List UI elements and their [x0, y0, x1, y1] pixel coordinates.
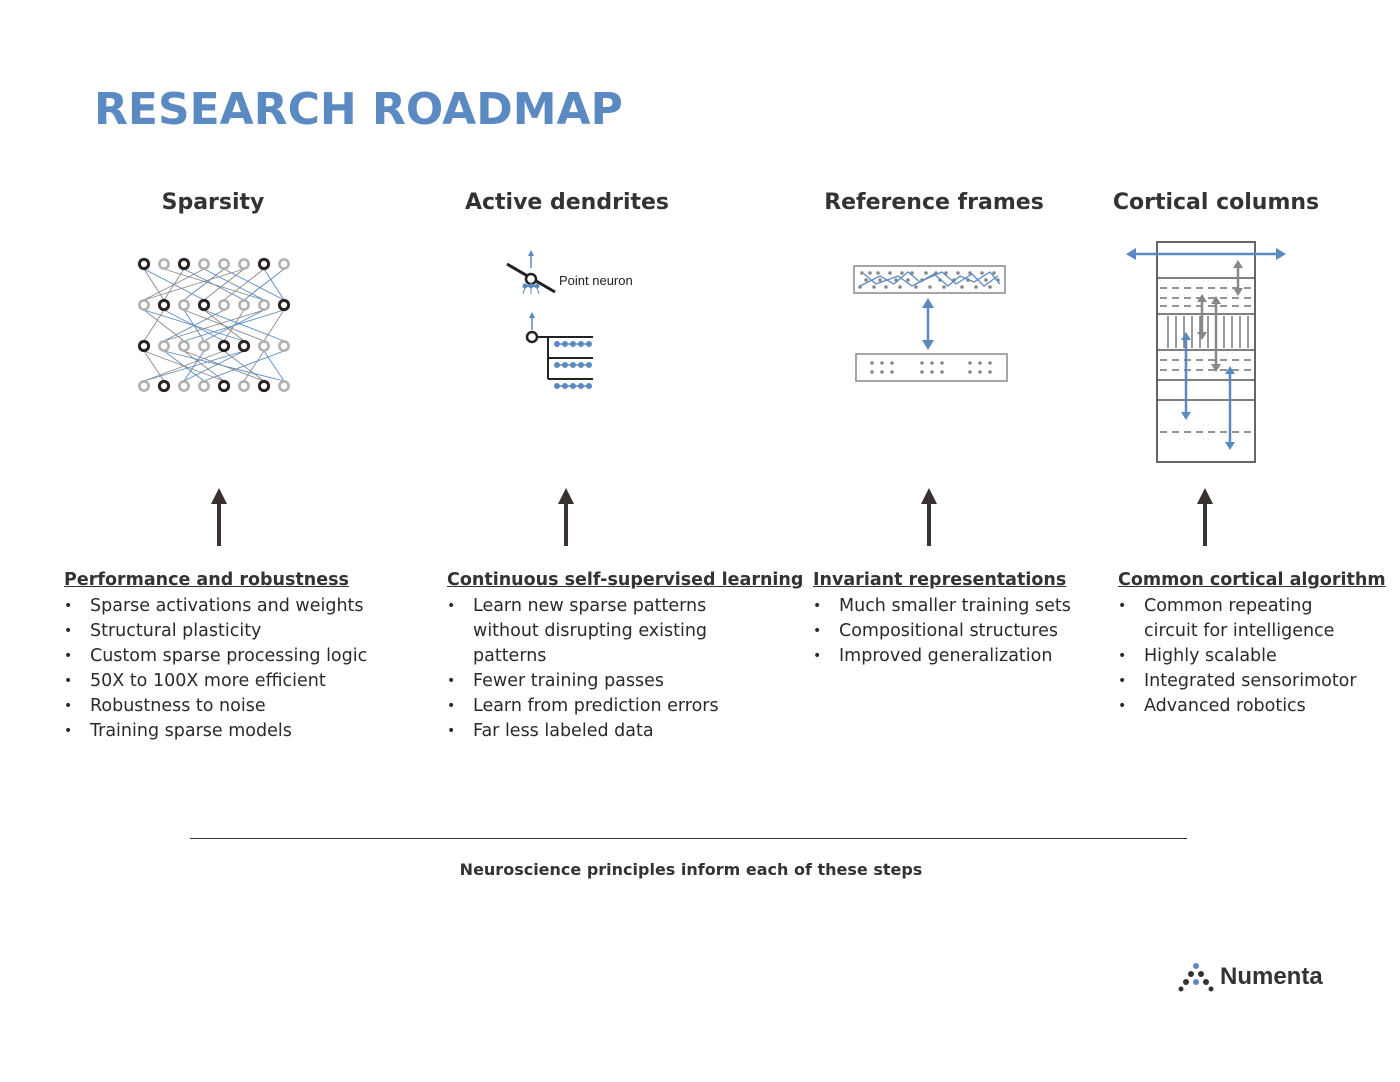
network-node — [278, 380, 290, 392]
list-item: Compositional structures — [813, 619, 1093, 644]
network-node — [277, 298, 291, 312]
network-node — [157, 298, 171, 312]
list-item: Far less labeled data — [447, 719, 747, 744]
network-node — [218, 258, 230, 270]
network-node — [257, 379, 271, 393]
dendritic-neuron-icon — [525, 312, 593, 389]
network-node — [137, 257, 151, 271]
list-item: Integrated sensorimotor — [1118, 669, 1388, 694]
network-node — [218, 299, 230, 311]
network-node — [258, 340, 270, 352]
list-item: Structural plasticity — [64, 619, 404, 644]
vertical-double-arrow-icon — [922, 298, 934, 350]
list-item: Highly scalable — [1118, 644, 1388, 669]
footer-caption: Neuroscience principles inform each of t… — [459, 860, 923, 879]
point-neuron-label: Point neuron — [559, 273, 633, 288]
network-node — [178, 380, 190, 392]
list-item: Training sparse models — [64, 719, 404, 744]
reference-frames-illustration — [853, 265, 1008, 382]
network-node — [138, 380, 150, 392]
sparsity-network-illustration — [137, 257, 291, 393]
up-arrow-icon — [211, 488, 227, 546]
list-item: Fewer training passes — [447, 669, 747, 694]
network-node — [137, 339, 151, 353]
network-node — [258, 299, 270, 311]
column-title-active-dendrites: Active dendrites — [464, 190, 670, 215]
point-neuron-icon — [506, 250, 556, 295]
network-node — [198, 380, 210, 392]
network-node — [178, 299, 190, 311]
network-node — [157, 379, 171, 393]
network-node — [197, 298, 211, 312]
list-heading: Common cortical algorithm — [1118, 570, 1386, 590]
network-node — [217, 379, 231, 393]
column-title-reference-frames: Reference frames — [824, 190, 1044, 215]
network-node — [198, 258, 210, 270]
list-item: Common repeating circuit for intelligenc… — [1118, 594, 1359, 644]
list-cortical-columns: Common cortical algorithm Common repeati… — [1118, 570, 1388, 719]
network-node — [238, 380, 250, 392]
up-arrow-icon — [921, 488, 937, 546]
list-item: Learn new sparse patterns without disrup… — [447, 594, 713, 669]
up-arrow-icon — [558, 488, 574, 546]
network-node — [278, 340, 290, 352]
list-item: Robustness to noise — [64, 694, 404, 719]
network-node — [198, 340, 210, 352]
list-item: Improved generalization — [813, 644, 1093, 669]
list-heading: Performance and robustness — [64, 570, 349, 590]
list-sparsity: Performance and robustness Sparse activa… — [64, 570, 404, 744]
column-title-sparsity: Sparsity — [161, 190, 265, 215]
network-node — [257, 257, 271, 271]
list-item: Learn from prediction errors — [447, 694, 747, 719]
list-item: Sparse activations and weights — [64, 594, 404, 619]
up-arrow-icon — [1197, 488, 1213, 546]
list-active-dendrites: Continuous self-supervised learning Lear… — [447, 570, 804, 744]
brand-logo: Numenta — [1178, 962, 1323, 992]
list-heading: Continuous self-supervised learning — [447, 570, 804, 590]
network-node — [278, 258, 290, 270]
network-node — [138, 299, 150, 311]
list-item: 50X to 100X more efficient — [64, 669, 404, 694]
network-node — [238, 299, 250, 311]
network-node — [178, 340, 190, 352]
network-node — [238, 258, 250, 270]
list-item: Custom sparse processing logic — [64, 644, 404, 669]
list-reference-frames: Invariant representations Much smaller t… — [813, 570, 1093, 669]
page-title: RESEARCH ROADMAP — [94, 84, 623, 135]
list-heading: Invariant representations — [813, 570, 1067, 590]
brand-name: Numenta — [1220, 963, 1323, 990]
list-item: Advanced robotics — [1118, 694, 1388, 719]
cortical-column-illustration — [1126, 241, 1286, 463]
active-dendrites-illustration: Point neuron — [506, 250, 633, 389]
network-node — [177, 257, 191, 271]
network-node — [158, 258, 170, 270]
column-title-cortical-columns: Cortical columns — [1112, 190, 1320, 215]
footer-divider — [190, 838, 1187, 839]
network-node — [237, 339, 251, 353]
network-node — [217, 339, 231, 353]
list-item: Much smaller training sets — [813, 594, 1093, 619]
numenta-logo-icon — [1178, 963, 1214, 992]
network-node — [158, 340, 170, 352]
